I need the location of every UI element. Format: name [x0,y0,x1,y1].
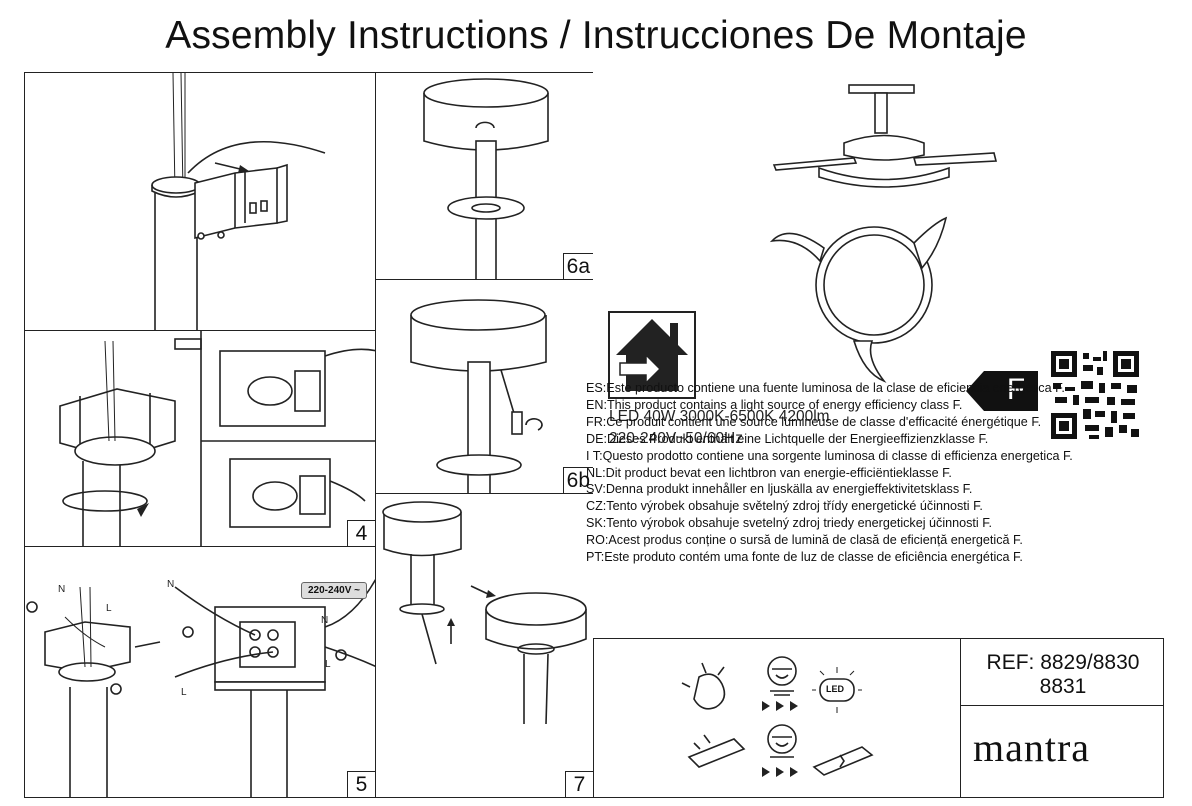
energy-statement-ro: RO:Acest produs conține o sursă de lumin… [586,533,1023,548]
canopy-screw-illustration [410,299,547,493]
energy-statement-it: I T:Questo prodotto contiene una sorgent… [586,448,1073,463]
voltage-badge: 220-240V ~ [301,582,367,599]
ref-number-2: 8831 [1039,675,1087,698]
panel-step-3 [24,72,376,331]
wiring-illustration [26,578,375,797]
led-label: LED [826,684,844,694]
spec-voltage: 220-240V~50/60Hz [609,430,744,447]
ref-number: REF: 8829/8830 [986,651,1140,674]
energy-statement-fr: FR:Ce produit contient une source lumine… [586,414,1042,429]
led-replacement-icons [681,656,874,777]
new-driver-icon [812,746,874,776]
product-info-panel: LED 40W 3000K-6500K 4200lm 220-240V~50/6… [593,72,1164,639]
led-replacement-panel: LED [593,638,961,798]
energy-statements: ES:Este producto contiene una fuente lum… [586,380,1146,566]
wire-label-n: N [58,584,66,595]
panel-step-7: 7 [375,493,594,798]
panel-step-4: 4 [24,330,376,547]
step-number-6a: 6a [562,253,593,279]
ref-panel: REF: 8829/8830 8831 [960,638,1164,706]
energy-statement-es: ES:Este producto contiene una fuente lum… [586,381,1065,395]
energy-statement-cz: CZ:Tento výrobek obsahuje světelný zdroj… [586,499,983,514]
ceiling-bracket-illustration [151,73,326,330]
panel-step-6b: 6b [375,279,594,494]
bracket-rotate-illustration [59,331,375,546]
technician-icon [767,656,797,696]
energy-statement-sv: SV:Denna produkt innehåller en ljuskälla… [586,482,973,497]
page-title: Assembly Instructions / Instrucciones De… [165,14,1027,57]
energy-statement-nl: NL:Dit product bevat een lichtbron van e… [586,465,952,480]
technician-icon-2 [767,724,797,758]
step-number-5: 5 [347,771,375,797]
brand-panel: mantra [960,705,1164,798]
new-led-icon [812,667,862,713]
energy-statement-de: DE:Dieses Produkt enthält eine Lichtquel… [586,431,989,446]
wire-label-l: L [106,603,112,614]
broken-driver-icon [687,734,746,768]
step-number-7: 7 [565,771,593,797]
wire-label-n-3: N [321,615,329,626]
energy-statement-sk: SK:Tento výrobok obsahuje svetelný zdroj… [586,516,993,531]
brand-logo: mantra [973,725,1091,770]
wire-label-l-2: L [325,659,331,670]
fan-attach-illustration [382,501,587,725]
qr-code-icon [1049,349,1141,441]
house-arrow-icon [608,311,696,399]
arrow-icons-2 [762,767,798,777]
arrow-icons [762,701,798,711]
step-number-4: 4 [347,520,375,546]
energy-statement-en: EN:This product contains a light source … [586,397,963,412]
spec-power: LED 40W 3000K-6500K 4200lm [609,408,830,425]
ceiling-fan-illustration [769,84,998,383]
wire-label-n-2: N [167,579,175,590]
energy-class-arrow [966,371,1038,411]
energy-class-letter: F [1006,373,1026,406]
wire-label-l-3: L [181,687,187,698]
energy-statement-pt: PT:Este produto contém uma fonte de luz … [586,550,1023,565]
step-number-6b: 6b [562,467,593,493]
panel-step-6a: 6a [375,72,594,280]
broken-led-icon [681,662,726,710]
canopy-mount-illustration [423,78,549,279]
